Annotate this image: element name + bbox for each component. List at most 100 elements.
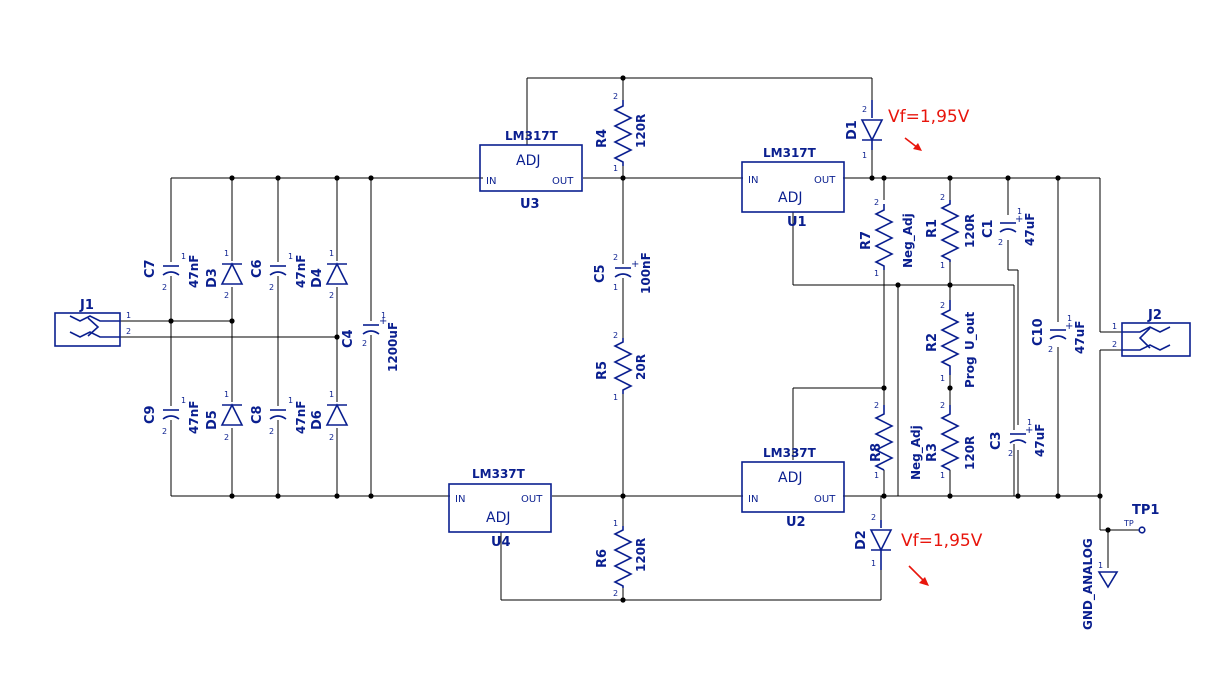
pin-number: 1 (224, 249, 229, 258)
regulator-u1[interactable]: LM317T IN OUT ADJ U1 (741, 146, 845, 230)
junctions (168, 75, 1111, 603)
resistor-r1-value: 120R (963, 214, 977, 248)
testpoint-tp1[interactable]: TP1 TP (1123, 503, 1159, 534)
regulator-u1-in: IN (748, 175, 758, 186)
capacitor-c6-ref: C6 (250, 259, 265, 278)
resistor-r2-ref: R2 (925, 333, 940, 352)
diode-d3-ref: D3 (205, 268, 220, 288)
regulator-u2-adj: ADJ (778, 470, 803, 486)
pin-number: 1 (181, 252, 186, 261)
capacitor-c7-value: 47nF (187, 255, 201, 288)
pin-number: 1 (613, 519, 618, 528)
pin-number: 1 (613, 393, 618, 402)
connector-j2-ref: J2 (1147, 308, 1162, 323)
pin-number: 2 (362, 339, 367, 348)
capacitor-c7[interactable]: C7 47nF 1 2 (143, 252, 201, 292)
pin-number: 2 (224, 291, 229, 300)
j2-pin-1: 1 (1112, 322, 1117, 331)
pin-number: 2 (269, 427, 274, 436)
testpoint-tp1-pin: TP (1123, 519, 1134, 528)
resistor-r5[interactable]: R5 20R 2 1 (595, 331, 648, 402)
ground-label: GND_ANALOG (1081, 538, 1096, 630)
diode-d4[interactable]: D4 1 2 (310, 249, 349, 300)
capacitor-c8[interactable]: C8 47nF 1 2 (250, 396, 308, 436)
capacitor-c6-value: 47nF (294, 255, 308, 288)
capacitor-c1-ref: C1 (981, 219, 996, 238)
resistor-r2-label: Prog (963, 356, 977, 388)
pin-number: 2 (269, 283, 274, 292)
regulator-u3[interactable]: LM317T ADJ IN OUT U3 (479, 129, 583, 212)
ground-symbol: 1 GND_ANALOG (1081, 538, 1119, 630)
capacitor-c4[interactable]: C4 1200uF + 1 2 (341, 311, 400, 372)
capacitor-c3-value: 47uF (1033, 424, 1047, 457)
capacitor-c6[interactable]: C6 47nF 1 2 (250, 252, 308, 292)
pin-number: 2 (874, 198, 879, 207)
capacitor-c9[interactable]: C9 47nF 1 2 (143, 396, 201, 436)
pin-number: 1 (1067, 314, 1072, 323)
regulator-u3-ref: U3 (520, 197, 540, 212)
regulator-u1-adj: ADJ (778, 190, 803, 206)
pin-number: 2 (862, 105, 867, 114)
capacitor-c5-value: 100nF (639, 252, 653, 294)
pin-number: 2 (329, 433, 334, 442)
pin-number: 2 (613, 331, 618, 340)
polarity-mark: + (1065, 321, 1073, 332)
pin-number: 2 (224, 433, 229, 442)
connector-j1[interactable]: J1 1 2 (54, 298, 131, 347)
resistor-r2[interactable]: R2 U_out Prog 2 1 (925, 300, 978, 388)
pin-number: 1 (874, 471, 879, 480)
diode-d3[interactable]: D3 1 2 (205, 249, 244, 300)
polarity-mark: + (631, 259, 639, 270)
resistor-r4[interactable]: R4 120R 2 1 (595, 92, 648, 173)
pin-number: 1 (940, 374, 945, 383)
diode-d6[interactable]: D6 1 2 (310, 390, 349, 442)
regulator-u2-ref: U2 (786, 515, 806, 530)
regulator-u4-ref: U4 (491, 535, 511, 550)
connector-j1-ref: J1 (79, 298, 94, 313)
diode-d1[interactable]: D1 2 1 (845, 100, 884, 160)
resistor-r3-value: 120R (963, 436, 977, 470)
pin-number: 1 (381, 311, 386, 320)
regulator-u2-in: IN (748, 494, 758, 505)
capacitor-c10-ref: C10 (1031, 318, 1046, 346)
diode-d6-ref: D6 (310, 410, 325, 430)
arrow-icon (919, 577, 929, 586)
resistor-r7[interactable]: R7 Neg_Adj 2 1 (859, 198, 916, 278)
pin-number: 1 (613, 164, 618, 173)
diode-d2[interactable]: D2 2 1 (854, 513, 893, 570)
pin-number: 1 (613, 283, 618, 292)
pin-number: 1 (288, 252, 293, 261)
regulator-u3-in: IN (486, 176, 496, 187)
pin-number: 2 (162, 283, 167, 292)
resistor-r3[interactable]: R3 120R 2 1 (925, 401, 977, 480)
diode-d5[interactable]: D5 1 2 (205, 390, 244, 442)
diode-d1-ref: D1 (845, 120, 860, 140)
resistor-r5-value: 20R (634, 354, 648, 380)
resistor-r6[interactable]: R6 120R 1 2 (595, 519, 648, 598)
capacitor-c10[interactable]: C10 47uF + 1 2 (1031, 314, 1087, 354)
regulator-u3-part: LM317T (505, 129, 559, 143)
capacitor-c1[interactable]: C1 47uF + 1 2 (981, 207, 1037, 247)
resistor-r4-value: 120R (634, 114, 648, 148)
regulator-u1-ref: U1 (787, 215, 807, 230)
regulator-u2[interactable]: LM337T ADJ IN OUT U2 (741, 446, 845, 530)
capacitor-c5[interactable]: C5 100nF + 2 1 (593, 252, 653, 294)
capacitor-c1-value: 47uF (1023, 213, 1037, 246)
pin-number: 2 (613, 589, 618, 598)
pin-number: 2 (613, 253, 618, 262)
capacitor-c9-value: 47nF (187, 401, 201, 434)
resistor-r8[interactable]: R8 Neg_Adj 2 1 (869, 401, 924, 480)
pin-number: 2 (613, 92, 618, 101)
annotation-d2-vf-text: Vf=1,95V (901, 531, 983, 551)
j2-pin-2: 2 (1112, 340, 1117, 349)
regulator-u4-adj: ADJ (486, 510, 511, 526)
resistor-r6-ref: R6 (595, 549, 610, 568)
regulator-u3-adj: ADJ (516, 153, 541, 169)
regulator-u4[interactable]: LM337T IN OUT ADJ U4 (448, 467, 552, 550)
resistor-r5-ref: R5 (595, 361, 610, 380)
capacitor-c3[interactable]: C3 47uF + 1 2 (989, 418, 1047, 458)
capacitor-c9-ref: C9 (143, 405, 158, 424)
resistor-r1[interactable]: R1 120R 2 1 (925, 193, 977, 270)
connector-j2[interactable]: J2 1 2 (1112, 308, 1191, 357)
